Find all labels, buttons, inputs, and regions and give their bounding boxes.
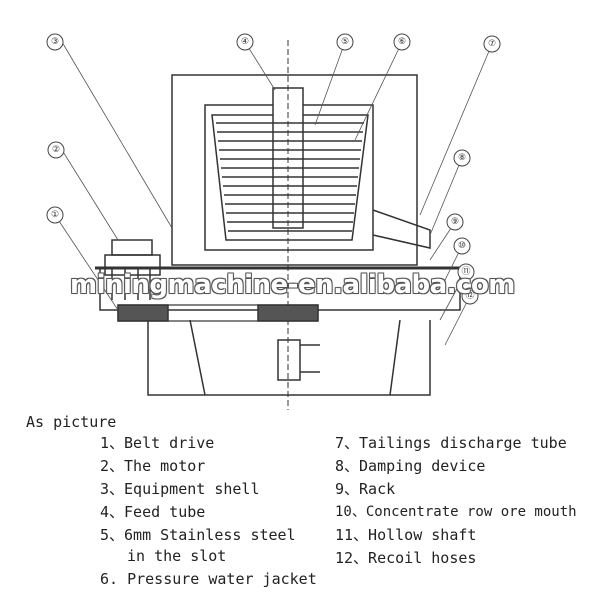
callout-12	[461, 287, 479, 305]
callout-label: ⑧	[458, 153, 466, 163]
callout-label: ⑩	[458, 241, 466, 251]
callout-label: ①	[51, 210, 59, 220]
callout-3	[46, 33, 64, 51]
legend-item: 3、Equipment shell	[100, 480, 260, 498]
callout-11	[457, 263, 475, 281]
legend-item: 4、Feed tube	[100, 503, 206, 521]
callout-10	[453, 237, 471, 255]
watermark: miningmachine-en.alibaba.com	[70, 270, 515, 300]
callout-1	[46, 206, 64, 224]
legend-item: 5、6mm Stainless steel	[100, 526, 296, 544]
legend-item: 7、Tailings discharge tube	[335, 434, 567, 452]
callout-label: ⑥	[398, 37, 406, 47]
legend-title: As picture	[26, 413, 117, 431]
callout-4	[236, 33, 254, 51]
inner-cone	[211, 114, 369, 241]
legend-item: 6. Pressure water jacket	[100, 570, 317, 588]
legend-item: 2、The motor	[100, 457, 206, 475]
equipment-shell	[171, 74, 418, 266]
callout-9	[446, 213, 464, 231]
callout-2	[47, 141, 65, 159]
callout-label: ⑫	[465, 290, 474, 301]
callout-6	[393, 33, 411, 51]
callout-8	[453, 149, 471, 167]
legend-item: 10、Concentrate row ore mouth	[335, 504, 577, 520]
callout-5	[336, 33, 354, 51]
callout-label: ⑨	[451, 217, 459, 227]
callout-7	[483, 35, 501, 53]
legend-item: 12、Recoil hoses	[335, 549, 477, 567]
callout-label: ④	[241, 37, 249, 47]
legend-item: in the slot	[127, 547, 227, 565]
callout-label: ③	[51, 37, 59, 47]
legend-item: 8、Damping device	[335, 457, 486, 475]
callout-label: ⑦	[488, 39, 496, 49]
legend-item: 11、Hollow shaft	[335, 526, 477, 544]
machine-diagram: ③ ④ ⑤ ⑥ ⑦ ② ⑧ ① ⑨ ⑩ ⑪ ⑫	[46, 33, 501, 410]
legend-item: 1、Belt drive	[100, 434, 215, 452]
callout-label: ⑪	[461, 266, 470, 277]
callout-label: ⑤	[341, 37, 349, 47]
callout-label: ②	[52, 145, 60, 155]
legend-item: 9、Rack	[335, 480, 396, 498]
